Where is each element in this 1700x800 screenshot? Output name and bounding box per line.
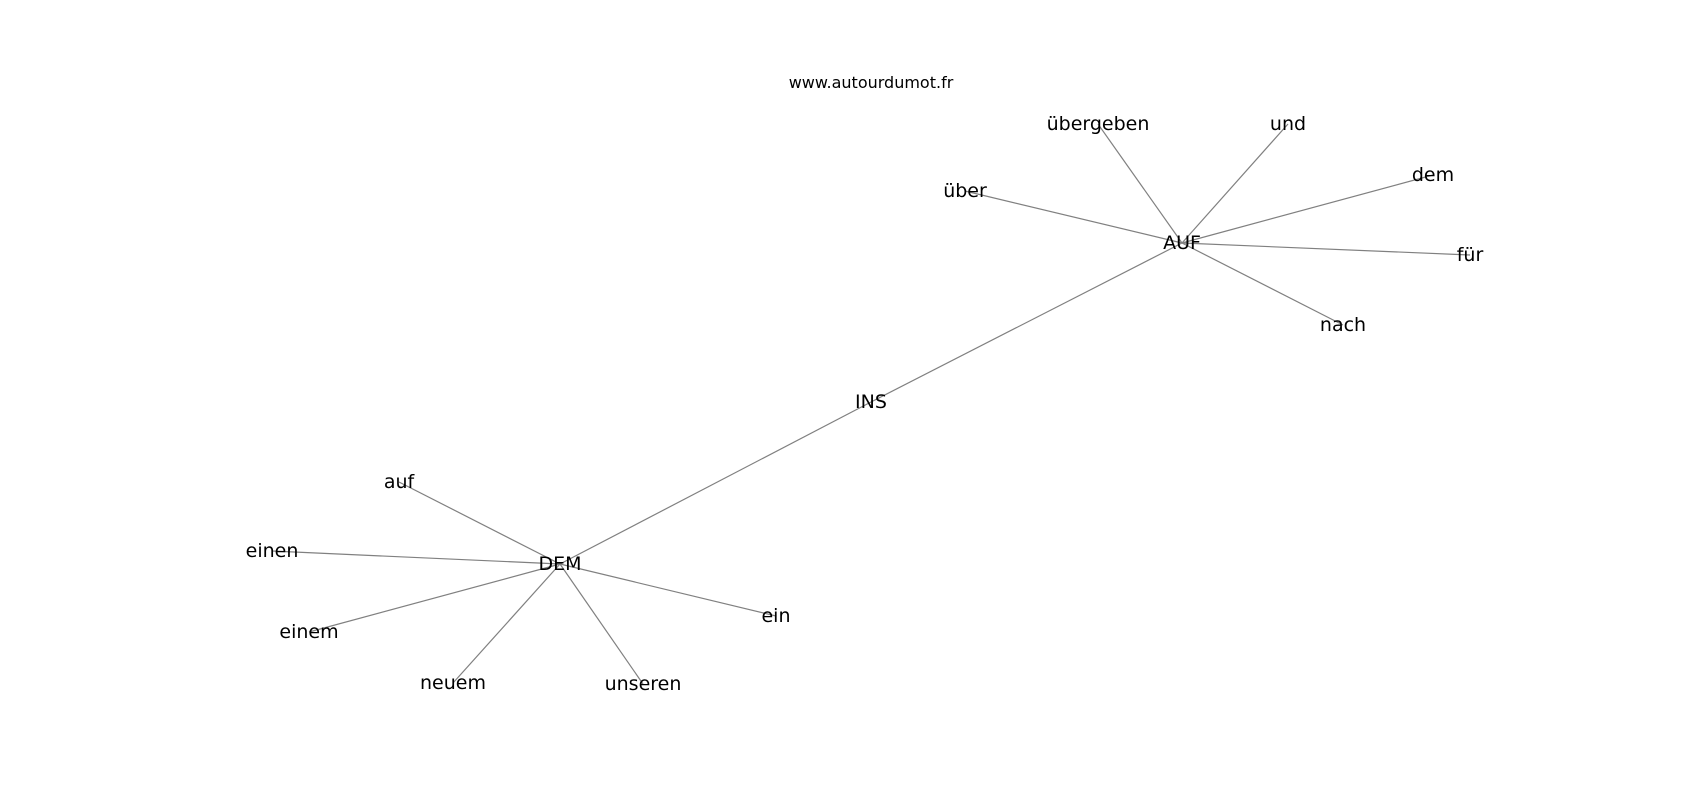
edge-dem-unseren: [559, 563, 644, 685]
nodes-layer: INS AUF DEM über übergeben und dem für nach auf ei…: [246, 113, 1484, 695]
node-einen: einen: [246, 540, 299, 562]
edge-auf-fur: [1181, 242, 1471, 256]
edge-auf-uber: [964, 190, 1183, 244]
node-neuem: neuem: [420, 672, 486, 694]
edge-dem-neuem: [452, 563, 561, 684]
edge-ins-auf: [870, 242, 1183, 403]
edge-ins-dem: [559, 401, 872, 565]
node-auf: auf: [384, 471, 416, 493]
node-ubergeben: übergeben: [1047, 113, 1150, 135]
edge-auf-und: [1181, 123, 1289, 244]
edge-dem-auf: [398, 481, 561, 565]
edge-auf-ubergeben: [1097, 123, 1183, 244]
node-nach: nach: [1320, 314, 1366, 336]
edge-auf-nach: [1181, 242, 1344, 326]
edges-layer: [271, 123, 1471, 685]
node-einem: einem: [279, 621, 338, 643]
node-fur: für: [1457, 244, 1484, 266]
edge-dem-einen: [271, 550, 561, 565]
node-ein: ein: [761, 605, 790, 627]
node-unseren: unseren: [605, 673, 682, 695]
edge-auf-dem: [1181, 174, 1434, 244]
node-dem: dem: [1412, 164, 1454, 186]
node-und: und: [1270, 113, 1306, 135]
watermark-url: www.autourdumot.fr: [789, 73, 954, 92]
node-dem: DEM: [538, 553, 581, 575]
edge-dem-einem: [308, 563, 561, 633]
node-auf: AUF: [1163, 232, 1201, 254]
edge-dem-ein: [559, 563, 777, 617]
node-uber: über: [943, 180, 987, 202]
node-ins: INS: [855, 391, 887, 413]
